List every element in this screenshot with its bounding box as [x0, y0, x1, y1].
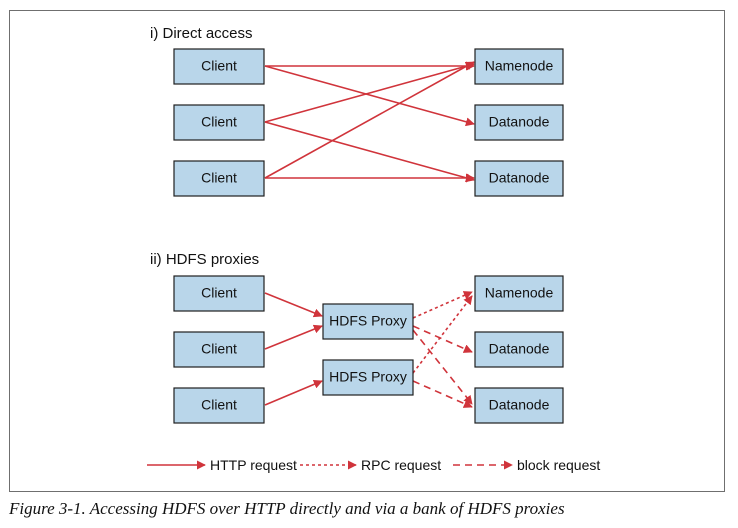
section-title-direct: i) Direct access	[150, 25, 253, 42]
proxy-datanode-1: Datanode	[474, 331, 564, 368]
legend-rpc-label: RPC request	[361, 457, 441, 473]
direct-datanode-1-label: Datanode	[489, 114, 550, 130]
figure-caption: Figure 3-1. Accessing HDFS over HTTP dir…	[9, 499, 565, 518]
proxy-client-1-label: Client	[201, 285, 237, 301]
hdfs-proxy-1: HDFS Proxy	[322, 303, 414, 340]
proxy-client-2: Client	[173, 331, 265, 368]
proxy-namenode-label: Namenode	[485, 285, 554, 301]
hdfs-proxy-2: HDFS Proxy	[322, 359, 414, 396]
direct-edge-client2-datanode2	[264, 121, 475, 183]
direct-edge-client2-namenode	[264, 61, 475, 123]
rpc-edge-proxy2-namenode	[412, 295, 473, 374]
proxy-datanode-2: Datanode	[474, 387, 564, 424]
section-title-proxies: ii) HDFS proxies	[150, 251, 259, 268]
http-edge-client2-proxy1	[264, 324, 323, 350]
direct-client-2-label: Client	[201, 114, 237, 130]
legend-block-label: block request	[517, 457, 600, 473]
direct-datanode-1: Datanode	[474, 104, 564, 141]
direct-edge-client1-datanode1	[264, 65, 475, 127]
direct-namenode: Namenode	[474, 48, 564, 85]
direct-client-3-label: Client	[201, 170, 237, 186]
direct-edges	[264, 61, 475, 183]
proxy-client-1: Client	[173, 275, 265, 312]
proxy-namenode: Namenode	[474, 275, 564, 312]
rpc-edge-proxy1-namenode	[412, 291, 473, 319]
block-edge-proxy2-datanode2	[412, 380, 473, 408]
direct-client-1-label: Client	[201, 58, 237, 74]
proxy-client-3: Client	[173, 387, 265, 424]
figure-frame	[9, 10, 725, 492]
block-edge-proxy1-datanode2	[412, 329, 473, 405]
direct-datanode-2-label: Datanode	[489, 170, 550, 186]
direct-datanode-2: Datanode	[474, 160, 564, 197]
proxy-datanode-2-label: Datanode	[489, 397, 550, 413]
http-edge-client3-proxy2	[264, 379, 323, 406]
direct-client-1: Client	[173, 48, 265, 85]
block-edge-proxy1-datanode1	[412, 325, 473, 353]
proxy-datanode-1-label: Datanode	[489, 341, 550, 357]
direct-client-2: Client	[173, 104, 265, 141]
http-edge-client1-proxy1	[264, 292, 323, 318]
legend-http-label: HTTP request	[210, 457, 297, 473]
proxy-edges	[264, 291, 473, 408]
hdfs-proxy-2-label: HDFS Proxy	[329, 369, 407, 385]
proxy-client-2-label: Client	[201, 341, 237, 357]
proxy-client-3-label: Client	[201, 397, 237, 413]
hdfs-proxy-1-label: HDFS Proxy	[329, 313, 407, 329]
direct-namenode-label: Namenode	[485, 58, 554, 74]
legend: HTTP request RPC request block request	[147, 457, 600, 473]
direct-edge-client3-namenode	[264, 61, 475, 179]
direct-client-3: Client	[173, 160, 265, 197]
